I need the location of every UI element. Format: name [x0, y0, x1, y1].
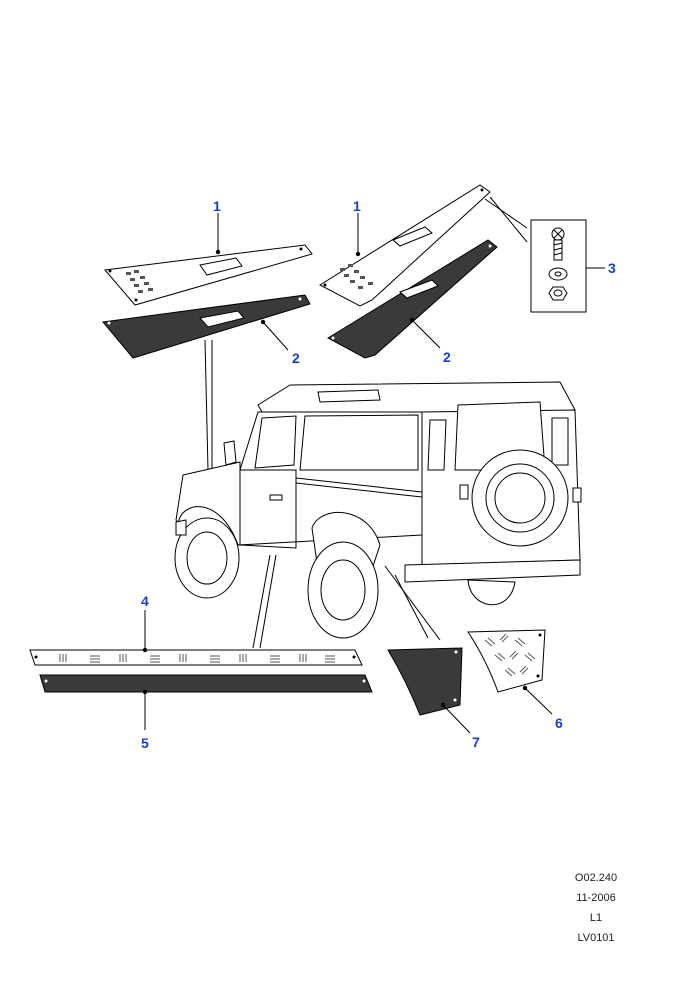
callout-4: 4: [141, 593, 149, 609]
wing-mat-right: [326, 239, 498, 359]
diagram-code: O02.240: [574, 872, 618, 884]
callout-1-right: 1: [353, 198, 361, 214]
washer-icon: [548, 267, 568, 281]
rear-corner-mat: [387, 647, 463, 716]
callout-3: 3: [608, 260, 616, 276]
sill-chequer-plate: [29, 649, 363, 666]
callout-2-left: 2: [292, 350, 300, 366]
callout-7: 7: [472, 734, 480, 750]
bonnet-mat-left: [102, 294, 311, 359]
wing-chequer-plate-right: [318, 184, 491, 307]
callout-1-left: 1: [213, 198, 221, 214]
screw-icon: [551, 227, 565, 261]
land-rover-defender-illustration: [174, 381, 582, 639]
fixings-box: [484, 196, 605, 313]
callout-5: 5: [141, 735, 149, 751]
sill-mat: [39, 674, 373, 693]
callout-2-right: 2: [443, 349, 451, 365]
diagram-model-code: LV0101: [577, 932, 615, 944]
diagram-level: L1: [589, 912, 603, 924]
bonnet-chequer-plate-left: [104, 244, 313, 306]
nut-icon: [548, 286, 568, 301]
callout-6: 6: [555, 715, 563, 731]
rear-corner-chequer-plate: [467, 629, 546, 693]
diagram-date: 11-2006: [576, 892, 616, 904]
